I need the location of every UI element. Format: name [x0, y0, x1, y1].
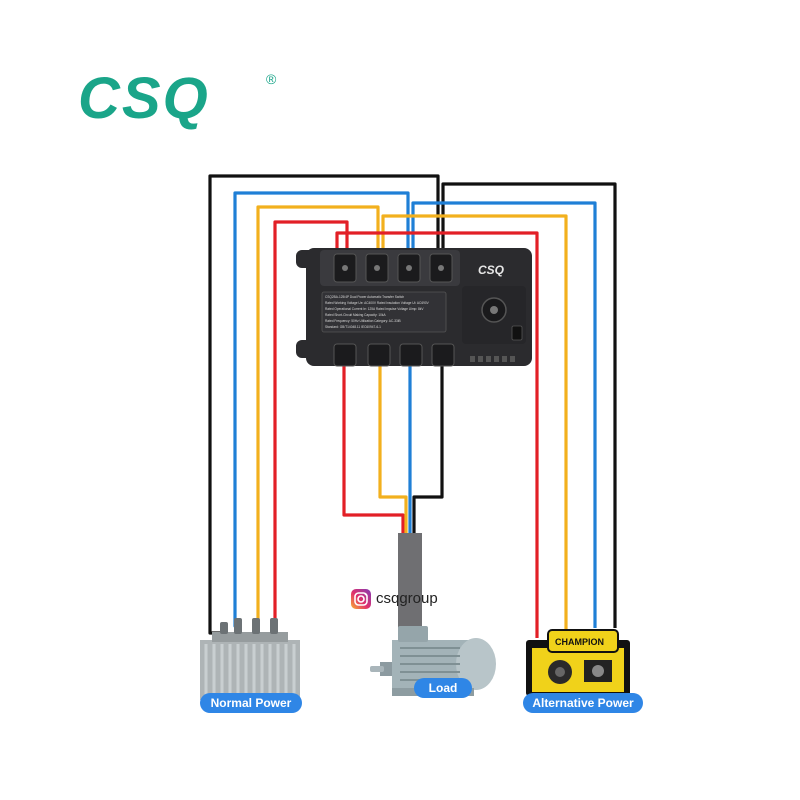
top-terminals	[333, 253, 453, 283]
wire-blue-alt	[411, 201, 597, 628]
motor-junction-box	[398, 626, 428, 642]
trademark-symbol: ®	[266, 71, 277, 87]
label-line: Rated Short-Circuit Making Capacity: 10k…	[325, 313, 386, 317]
load-motor	[370, 533, 496, 696]
bottom-terminals	[333, 343, 455, 367]
label-line: Rated Working Voltage Ue: AC400V Rated I…	[325, 301, 430, 305]
logo-text: CSQ	[78, 66, 210, 131]
social-handle: csqgroup	[376, 590, 438, 607]
label-plate	[321, 291, 447, 333]
transfer-switch: CSQ2BA-125/4P Dual Power Automatic Trans…	[296, 248, 532, 367]
device-brand-label: CSQ	[478, 263, 505, 277]
generator: CHAMPION	[526, 629, 630, 696]
wire-red-load	[342, 360, 405, 535]
wire-red-normal	[273, 220, 349, 626]
wire-yellow-load	[378, 360, 408, 535]
csq-logo: CSQ ®	[78, 66, 277, 131]
motor-shaft	[370, 666, 384, 672]
wire-black-load	[412, 360, 444, 535]
alternative-power-label: Alternative Power	[523, 693, 643, 713]
label-line: CSQ2BA-125/4P Dual Power Automatic Trans…	[325, 295, 404, 299]
wire-black-alt	[441, 182, 617, 628]
load-label: Load	[414, 678, 472, 698]
label-line: Rated Frequency: 50Hz Utilization Catego…	[325, 319, 401, 323]
wire-red-alt	[335, 231, 539, 638]
instagram-badge	[351, 589, 371, 609]
load-cable	[398, 533, 422, 629]
normal-power-label: Normal Power	[200, 693, 302, 713]
generator-brand: CHAMPION	[555, 637, 604, 647]
wire-yellow-alt	[381, 214, 568, 638]
instagram-icon	[351, 589, 371, 609]
label-line: Standard: GB/T14048.11 IEC60947-6-1	[325, 325, 381, 329]
mode-switch	[511, 325, 523, 341]
label-line: Rated Operational Current Ie: 125A Rated…	[325, 307, 424, 311]
transformer	[200, 618, 300, 700]
